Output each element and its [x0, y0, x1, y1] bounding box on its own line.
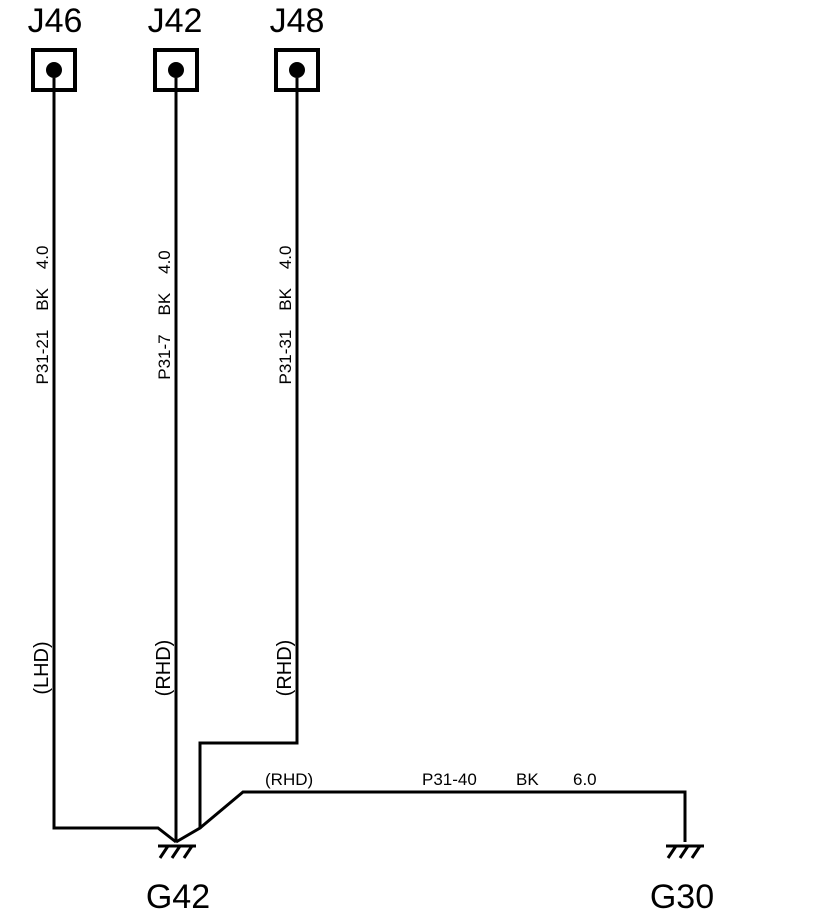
- ground-wire-color: BK: [516, 770, 539, 789]
- connector-j46-pin: [46, 62, 62, 78]
- variant-label-lhd: (LHD): [31, 641, 53, 694]
- wire-p31-31[interactable]: [175, 78, 299, 844]
- connector-j46-title: J46: [28, 2, 83, 40]
- connector-j42-title: J42: [148, 2, 203, 40]
- wire-p31-40[interactable]: [199, 790, 687, 842]
- wire-label-p31-31: P31-31 BK 4.0: [276, 246, 295, 385]
- wire-p31-21[interactable]: [52, 78, 177, 844]
- ground-wire-size: 6.0: [573, 770, 597, 789]
- variant-label-rhd-j48: (RHD): [274, 640, 296, 697]
- ground-g42-label: G42: [146, 878, 210, 916]
- ground-wire-circuit: P31-40: [422, 770, 477, 789]
- wire-label-p31-21: P31-21 BK 4.0: [33, 246, 52, 385]
- variant-label-rhd-ground: (RHD): [265, 770, 313, 789]
- connector-j42-pin: [168, 62, 184, 78]
- connector-j48-title: J48: [270, 2, 325, 40]
- ground-g30-icon[interactable]: [666, 844, 704, 859]
- ground-g30-label: G30: [650, 878, 714, 916]
- connector-j48-pin: [289, 62, 305, 78]
- variant-label-rhd-j42: (RHD): [153, 640, 175, 697]
- ground-g42-icon[interactable]: [158, 844, 196, 859]
- wire-label-p31-7: P31-7 BK 4.0: [155, 250, 174, 380]
